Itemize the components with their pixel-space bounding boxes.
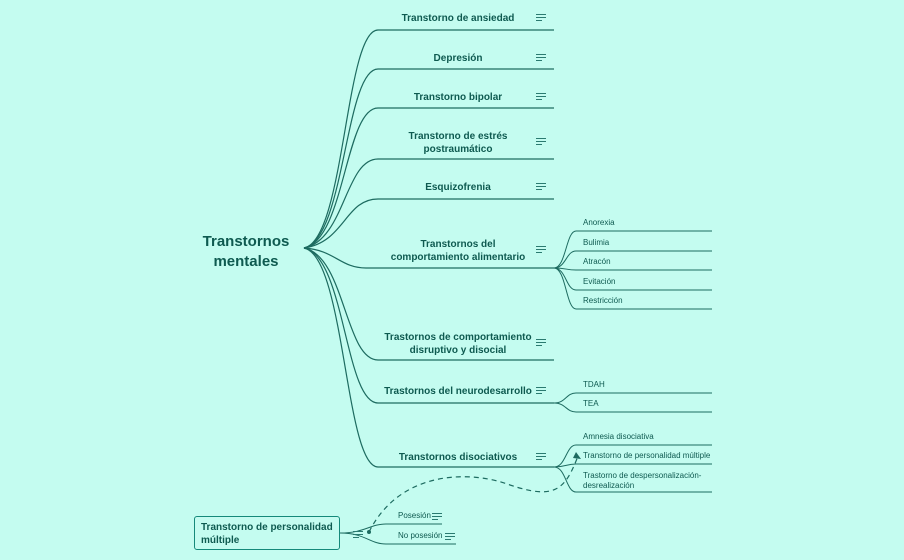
note-icon[interactable] (536, 453, 546, 461)
subtopic[interactable]: Transtorno de personalidad múltiple (583, 451, 711, 460)
relationship-origin (367, 530, 371, 534)
main-connector (303, 29, 554, 249)
branch-topic[interactable]: Trastornos de comportamiento disruptivo … (384, 332, 532, 356)
sub-connector (553, 230, 712, 269)
relationship-line (368, 455, 579, 533)
note-icon[interactable] (536, 93, 546, 101)
sub-connector (553, 267, 712, 310)
branch-topic[interactable]: Transtornos del comportamiento alimentar… (390, 239, 526, 263)
note-icon[interactable] (536, 246, 546, 254)
branch-topic[interactable]: Depresión (433, 53, 483, 64)
sub-connector (553, 392, 712, 404)
float-connector (339, 523, 442, 534)
branch-topic[interactable]: Transtornos disociativos (398, 452, 518, 463)
sub-connector (553, 250, 712, 269)
main-connector (303, 68, 554, 249)
subtopic[interactable]: Restricción (583, 296, 623, 305)
sub-connector (553, 444, 712, 468)
floating-topic-label: Transtorno de personalidad múltiple (201, 522, 333, 546)
root-topic[interactable]: Transtornos mentales (202, 233, 290, 270)
floating-topic[interactable]: Transtorno de personalidad múltiple (194, 516, 363, 550)
sub-connector (553, 402, 712, 413)
sub-connector (553, 267, 712, 271)
branch-topic[interactable]: Transtorno de ansiedad (401, 13, 515, 24)
main-connector (303, 247, 554, 361)
main-connector (303, 247, 554, 269)
note-icon[interactable] (353, 531, 363, 539)
relationship-arrowhead (573, 452, 581, 459)
note-icon[interactable] (536, 183, 546, 191)
main-connector (303, 158, 554, 249)
subtopic[interactable]: Trastorno de despersonalización- desreal… (583, 471, 702, 491)
subtopic[interactable]: Evitación (583, 277, 616, 286)
main-connector (303, 247, 554, 468)
floating-subtopic[interactable]: Posesión (398, 511, 431, 520)
subtopic[interactable]: TDAH (583, 380, 605, 389)
note-icon[interactable] (536, 387, 546, 395)
main-connector (303, 107, 554, 249)
subtopic[interactable]: Atracón (583, 257, 611, 266)
branch-topic[interactable]: Trastornos del neurodesarrollo (384, 386, 532, 397)
sub-connector (553, 463, 712, 468)
sub-connector (553, 466, 712, 493)
subtopic[interactable]: TEA (583, 399, 599, 408)
subtopic[interactable]: Bulimia (583, 238, 610, 247)
subtopic[interactable]: Amnesia disociativa (583, 432, 654, 441)
subtopic[interactable]: Anorexia (583, 218, 615, 227)
note-icon[interactable] (432, 513, 442, 521)
note-icon[interactable] (536, 339, 546, 347)
main-connector (303, 247, 554, 404)
floating-subtopic[interactable]: No posesión (398, 531, 443, 540)
note-icon[interactable] (536, 54, 546, 62)
note-icon[interactable] (445, 533, 455, 541)
branch-topic[interactable]: Transtorno de estrés postraumático (408, 131, 508, 155)
note-icon[interactable] (536, 14, 546, 22)
main-connector (303, 198, 554, 249)
note-icon[interactable] (536, 138, 546, 146)
branch-topic[interactable]: Esquizofrenia (425, 182, 491, 193)
branch-topic[interactable]: Transtorno bipolar (413, 92, 503, 103)
float-connector (339, 532, 456, 545)
